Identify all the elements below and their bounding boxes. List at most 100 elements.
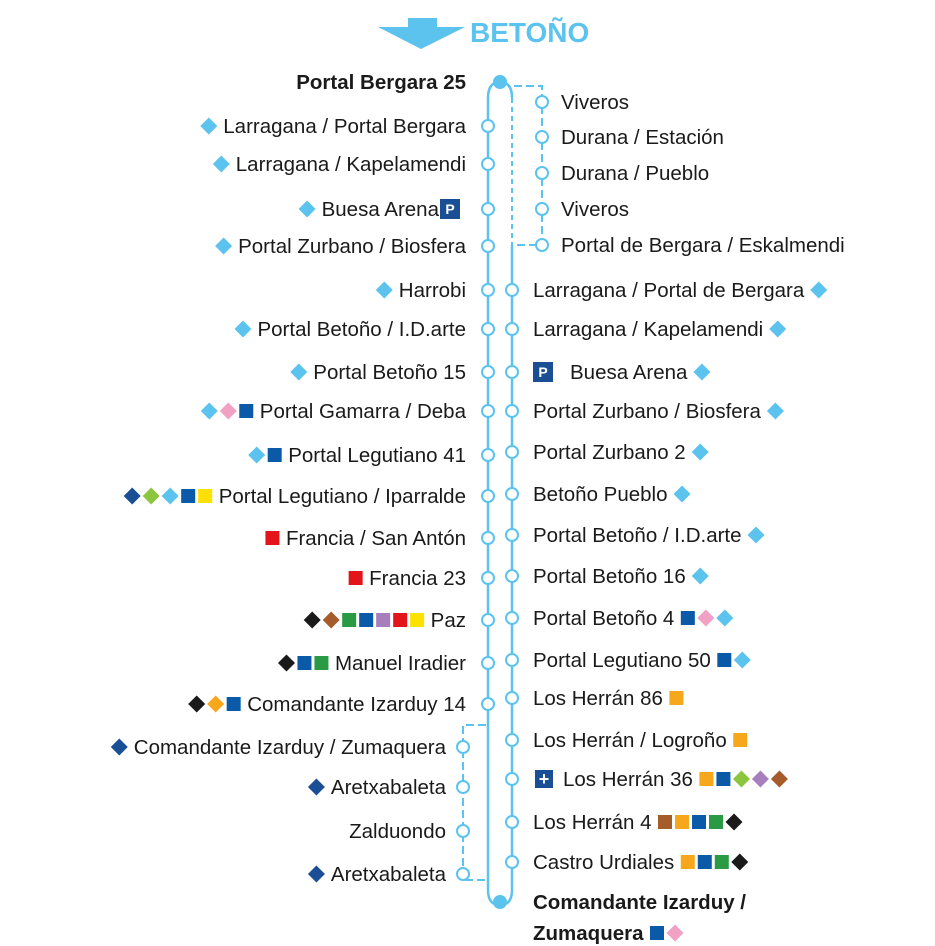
stop-label[interactable]: Larragana / Portal de Bergara [533, 279, 805, 302]
stop-label[interactable]: Larragana / Portal Bergara [223, 115, 466, 138]
route-lightblue-diamond-icon [769, 320, 787, 338]
route-lightblue-diamond-icon [716, 609, 734, 627]
route-lightblue-diamond-icon [673, 485, 691, 503]
stop-label[interactable]: Los Herrán 36 [563, 768, 693, 791]
parking-icon [533, 362, 553, 382]
stop-marker [505, 611, 519, 625]
route-green-square-icon [314, 656, 329, 670]
start-terminal-label[interactable]: Portal Bergara 25 [296, 71, 466, 94]
stop-label[interactable]: Manuel Iradier [335, 652, 466, 675]
route-purple-diamond-icon [751, 770, 769, 788]
stop-marker [481, 119, 495, 133]
route-lightblue-diamond-icon [200, 402, 218, 420]
route-orange-square-icon [680, 855, 695, 869]
stop-label[interactable]: Portal Betoño 4 [533, 607, 674, 630]
route-lightblue-diamond-icon [200, 117, 218, 135]
stop-label[interactable]: Portal Zurbano 2 [533, 441, 686, 464]
route-purple-square-icon [376, 613, 391, 627]
route-blue-square-icon [359, 613, 374, 627]
stop-marker [505, 855, 519, 869]
stop-label[interactable]: Portal Legutiano / Iparralde [219, 485, 466, 508]
stop-label[interactable]: Los Herrán / Logroño [533, 729, 727, 752]
route-orange-square-icon [733, 733, 748, 747]
stop-label[interactable]: Portal Betoño / I.D.arte [533, 524, 742, 547]
branch-stop-marker [456, 867, 470, 881]
stop-marker [505, 445, 519, 459]
stop-label[interactable]: Portal Zurbano / Biosfera [533, 400, 761, 423]
stop-label[interactable]: Portal Betoño / I.D.arte [257, 318, 466, 341]
stop-label[interactable]: Portal Gamarra / Deba [260, 400, 467, 423]
branch-stop-marker [456, 824, 470, 838]
route-blue-square-icon [716, 772, 731, 786]
stop-label[interactable]: Portal Betoño 15 [313, 361, 466, 384]
right-branch-line [514, 85, 543, 246]
stop-label[interactable]: Larragana / Kapelamendi [533, 318, 763, 341]
stop-label[interactable]: Betoño Pueblo [533, 483, 668, 506]
route-blue-square-icon [267, 448, 282, 462]
stop-marker [505, 528, 519, 542]
stop-label[interactable]: Comandante Izarduy 14 [247, 693, 466, 716]
route-red-square-icon [393, 613, 408, 627]
stop-label[interactable]: Castro Urdiales [533, 851, 674, 874]
stop-marker [481, 202, 495, 216]
stop-label[interactable]: Portal Betoño 16 [533, 565, 686, 588]
stop-marker [481, 404, 495, 418]
branch-stop-marker [535, 166, 549, 180]
stop-label[interactable]: Portal Legutiano 50 [533, 649, 711, 672]
route-lightblue-diamond-icon [215, 237, 233, 255]
stop-label[interactable]: Francia / San Antón [286, 527, 466, 550]
stop-label[interactable]: Paz [431, 609, 466, 632]
branch-stop-label[interactable]: Comandante Izarduy / Zumaquera [134, 736, 447, 759]
parking-icon [440, 199, 460, 219]
stop-label[interactable]: Los Herrán 4 [533, 811, 652, 834]
branch-stop-label[interactable]: Durana / Pueblo [561, 162, 709, 185]
stop-label[interactable]: Harrobi [399, 279, 466, 302]
route-lightblue-diamond-icon [375, 281, 393, 299]
route-yellow-square-icon [198, 489, 213, 503]
stop-marker [481, 365, 495, 379]
route-title: BETOÑO [470, 17, 589, 48]
branch-stop-label[interactable]: Viveros [561, 91, 629, 114]
stop-marker [481, 697, 495, 711]
branch-stop-label[interactable]: Aretxabaleta [331, 776, 447, 799]
stop-marker [505, 487, 519, 501]
stop-label[interactable]: Portal Legutiano 41 [288, 444, 466, 467]
branch-stop-label[interactable]: Durana / Estación [561, 126, 724, 149]
stop-marker [505, 772, 519, 786]
stop-label[interactable]: Buesa Arena [322, 198, 440, 221]
route-blue-square-icon [650, 926, 664, 940]
route-brown-diamond-icon [322, 611, 340, 629]
route-brown-diamond-icon [770, 770, 788, 788]
route-orange-square-icon [699, 772, 714, 786]
route-black-diamond-icon [188, 695, 206, 713]
stop-label[interactable]: Portal Zurbano / Biosfera [238, 235, 466, 258]
stop-label[interactable]: Larragana / Kapelamendi [236, 153, 466, 176]
route-orange-diamond-icon [207, 695, 225, 713]
parking-icon-label: P [445, 201, 454, 217]
branch-stop-marker [535, 238, 549, 252]
branch-stop-label[interactable]: Zalduondo [349, 820, 446, 843]
stop-marker [505, 691, 519, 705]
hospital-icon [535, 770, 553, 788]
branch-stop-marker [456, 780, 470, 794]
route-lightblue-diamond-icon [766, 402, 784, 420]
stop-marker [505, 815, 519, 829]
branch-stop-label[interactable]: Aretxabaleta [331, 863, 447, 886]
stop-label[interactable]: Los Herrán 86 [533, 687, 663, 710]
stop-label[interactable]: Buesa Arena [570, 361, 688, 384]
stop-marker [505, 653, 519, 667]
branch-stop-marker [535, 95, 549, 109]
route-lime-diamond-icon [732, 770, 750, 788]
branch-stop-label[interactable]: Portal de Bergara / Eskalmendi [561, 234, 845, 257]
branch-stop-label[interactable]: Viveros [561, 198, 629, 221]
route-lightblue-diamond-icon [810, 281, 828, 299]
end-terminal-label[interactable]: Comandante Izarduy / [533, 891, 746, 914]
stop-marker [481, 489, 495, 503]
route-black-diamond-icon [303, 611, 321, 629]
route-pink-diamond-icon [697, 609, 715, 627]
route-lightblue-diamond-icon [234, 320, 252, 338]
end-terminal-label[interactable]: Zumaquera [533, 922, 644, 945]
stop-label[interactable]: Francia 23 [369, 567, 466, 590]
route-red-square-icon [348, 571, 363, 585]
route-lightblue-diamond-icon [290, 363, 308, 381]
